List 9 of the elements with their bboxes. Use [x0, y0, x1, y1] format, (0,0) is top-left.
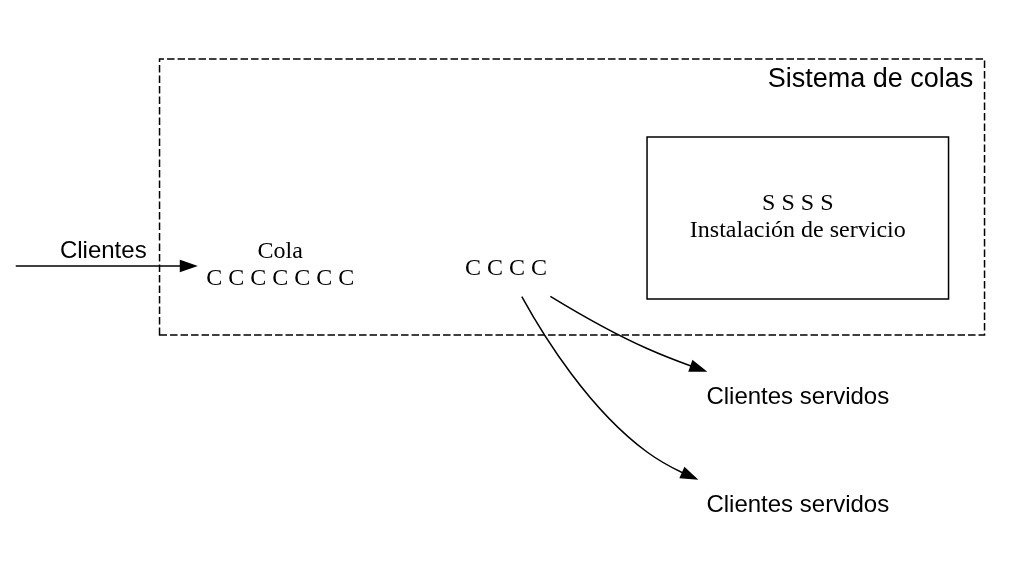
node-text: C C C C: [465, 253, 548, 280]
arrow: [521, 295, 699, 480]
edge-label: Clientes: [59, 235, 147, 263]
node-text: Clientes servidos: [706, 489, 890, 517]
arrow: [549, 295, 708, 372]
arrow: [15, 259, 198, 272]
node-text: Cola C C C C C C C: [206, 236, 355, 290]
node-box: S S S S Instalación de servicio: [646, 135, 950, 300]
node-text: Clientes servidos: [706, 381, 890, 409]
